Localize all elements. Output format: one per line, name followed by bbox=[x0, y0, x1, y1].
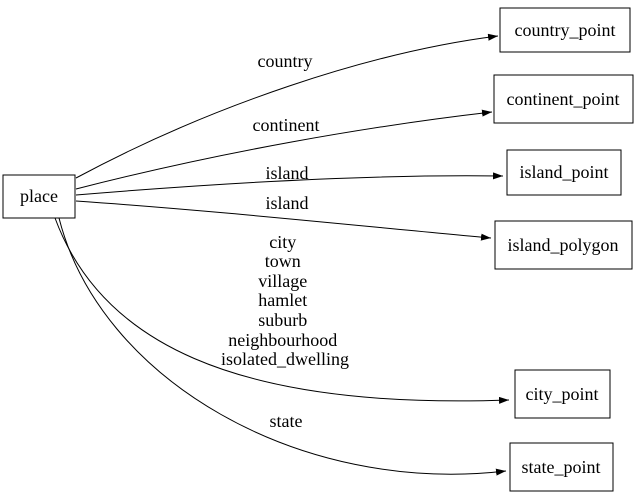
node-place-label: place bbox=[20, 186, 58, 206]
edge-label-isolated-dwelling: isolated_dwelling bbox=[221, 349, 349, 369]
edge-label-state: state bbox=[270, 411, 303, 431]
edge-label-suburb: suburb bbox=[258, 310, 307, 330]
edge-label-neighbourhood: neighbourhood bbox=[228, 330, 337, 350]
node-city-point: city_point bbox=[514, 369, 611, 419]
node-island-point-box bbox=[506, 149, 622, 196]
edge-place-continent_point bbox=[75, 109, 493, 190]
edge-place-island_point bbox=[75, 172, 504, 196]
node-place-box bbox=[2, 174, 76, 219]
edge-place-country_point bbox=[75, 33, 499, 179]
edge-label-continent: continent bbox=[253, 115, 320, 135]
node-country-point-label: country_point bbox=[515, 20, 616, 40]
edges bbox=[54, 33, 510, 476]
node-city-point-box bbox=[514, 369, 611, 419]
node-state-point: state_point bbox=[509, 442, 614, 492]
edge-label-city: city bbox=[269, 232, 296, 252]
edge-label-island-point: island bbox=[266, 163, 309, 183]
edge-labels: country continent island island city tow… bbox=[221, 51, 349, 431]
node-island-polygon-box bbox=[494, 220, 633, 270]
node-country-point-box bbox=[499, 7, 631, 53]
node-island-point: island_point bbox=[506, 149, 622, 196]
node-continent-point-label: continent_point bbox=[507, 89, 620, 109]
edge-label-hamlet: hamlet bbox=[258, 290, 307, 310]
edge-place-state_point bbox=[58, 217, 507, 476]
edge-place-island_polygon bbox=[75, 200, 492, 241]
node-city-point-label: city_point bbox=[526, 384, 599, 404]
node-state-point-label: state_point bbox=[522, 457, 601, 477]
edge-place-city_point bbox=[54, 217, 510, 404]
edge-label-city-list: city town village hamlet suburb neighbou… bbox=[221, 232, 349, 369]
node-island-polygon: island_polygon bbox=[494, 220, 633, 270]
node-country-point: country_point bbox=[499, 7, 631, 53]
edge-label-town: town bbox=[265, 251, 301, 271]
node-island-polygon-label: island_polygon bbox=[508, 235, 619, 255]
node-place: place bbox=[2, 174, 76, 219]
node-state-point-box bbox=[509, 442, 614, 492]
node-continent-point: continent_point bbox=[493, 74, 634, 124]
node-continent-point-box bbox=[493, 74, 634, 124]
edge-label-village: village bbox=[258, 271, 307, 291]
edge-label-island-polygon: island bbox=[266, 193, 309, 213]
node-island-point-label: island_point bbox=[520, 162, 609, 182]
edge-label-country: country bbox=[258, 51, 313, 71]
